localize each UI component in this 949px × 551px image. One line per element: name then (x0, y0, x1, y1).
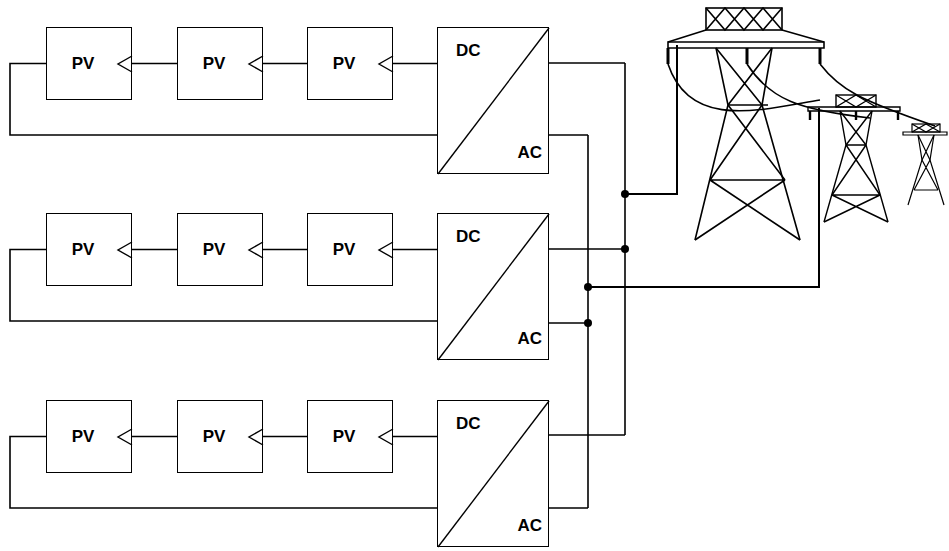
pv-module: PV (46, 400, 132, 473)
pv-module: PV (177, 400, 263, 473)
transmission-tower-large (668, 8, 935, 240)
dc-string-wire (393, 63, 437, 65)
ac-label: AC (517, 330, 542, 347)
transmission-tower-small (903, 124, 947, 205)
dc-string-wire (132, 436, 177, 438)
module-label: PV (203, 428, 226, 445)
pv-module: PV (307, 400, 393, 473)
module-label: PV (72, 428, 95, 445)
inverter-box: DC AC (437, 400, 549, 547)
pv-module: PV (177, 27, 263, 100)
dc-label: DC (456, 415, 481, 432)
module-label: PV (333, 241, 356, 258)
pv-module: PV (46, 27, 132, 100)
dc-label: DC (456, 228, 481, 245)
pv-module: PV (177, 213, 263, 286)
module-label: PV (72, 241, 95, 258)
junction-dots (584, 190, 629, 327)
inverter-box: DC AC (437, 213, 549, 360)
pv-module: PV (307, 213, 393, 286)
module-label: PV (203, 241, 226, 258)
dc-string-wire (263, 249, 307, 251)
module-label: PV (333, 428, 356, 445)
transmission-tower-medium (808, 95, 900, 222)
dc-string-wire (132, 63, 177, 65)
module-label: PV (203, 55, 226, 72)
dc-label: DC (456, 42, 481, 59)
dc-string-wire (132, 249, 177, 251)
ac-label: AC (517, 517, 542, 534)
ac-bus (549, 45, 819, 508)
dc-string-wire (263, 63, 307, 65)
pv-module: PV (46, 213, 132, 286)
dc-string-wire (263, 436, 307, 438)
pv-module: PV (307, 27, 393, 100)
module-label: PV (72, 55, 95, 72)
dc-string-wire (393, 249, 437, 251)
module-label: PV (333, 55, 356, 72)
inverter-box: DC AC (437, 27, 549, 174)
ac-label: AC (517, 144, 542, 161)
dc-string-wire (393, 436, 437, 438)
